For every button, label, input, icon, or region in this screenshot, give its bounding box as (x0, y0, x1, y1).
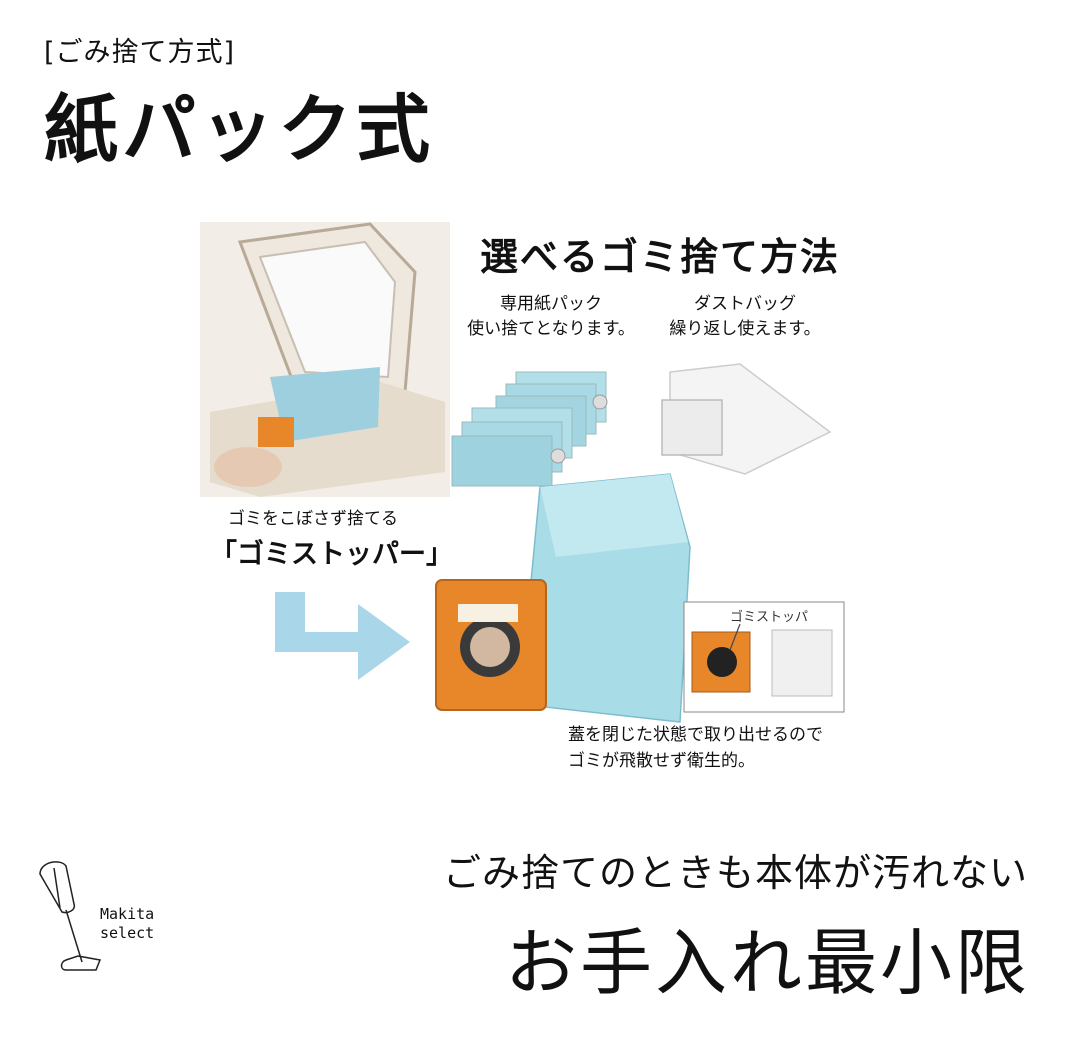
arrow-right-icon (275, 592, 410, 680)
dust-bag-caption-line2: 繰り返し使えます。 (669, 319, 821, 339)
dust-bag-caption-line1: ダストバッグ (694, 294, 796, 314)
stick-vacuum-icon (39, 861, 102, 971)
makita-select-logo (39, 861, 102, 971)
inset-label: ゴミストッパ (730, 610, 809, 625)
paper-pack-caption-line2: 使い捨てとなります。 (467, 319, 635, 339)
section-subtitle: [ごみ捨て方式] (44, 37, 236, 68)
figure-heading: 選べるゴミ捨て方法 (480, 235, 841, 279)
tagline: ごみ捨てのときも本体が汚れない (442, 851, 1028, 895)
figure-note-line1: 蓋を閉じた状態で取り出せるので (568, 725, 823, 745)
dust-bag-icon (661, 363, 832, 475)
paper-bag-large-icon (435, 473, 691, 723)
paper-pack-caption-line1: 専用紙パック (500, 294, 602, 314)
stopper-subtext: ゴミをこぼさず捨てる (228, 509, 398, 529)
logo-line2: select (100, 924, 155, 942)
paper-pack-stack-icon (451, 371, 608, 487)
stopper-inset-icon (683, 601, 845, 713)
headline: お手入れ最小限 (504, 921, 1030, 1005)
section-title: 紙パック式 (44, 87, 434, 173)
paper-pack-caption: 専用紙パック 使い捨てとなります。 (456, 292, 646, 342)
logo-text: Makita select (100, 905, 154, 943)
figure-note-line2: ゴミが飛散せず衛生的。 (568, 751, 755, 771)
vacuum-opened-icon (200, 222, 450, 497)
figure-note: 蓋を閉じた状態で取り出せるので ゴミが飛散せず衛生的。 (568, 722, 823, 774)
product-illustration (200, 222, 845, 723)
logo-line1: Makita (100, 905, 155, 923)
dust-bag-caption: ダストバッグ 繰り返し使えます。 (660, 292, 830, 342)
stopper-title: 「ゴミストッパー」 (210, 539, 453, 570)
